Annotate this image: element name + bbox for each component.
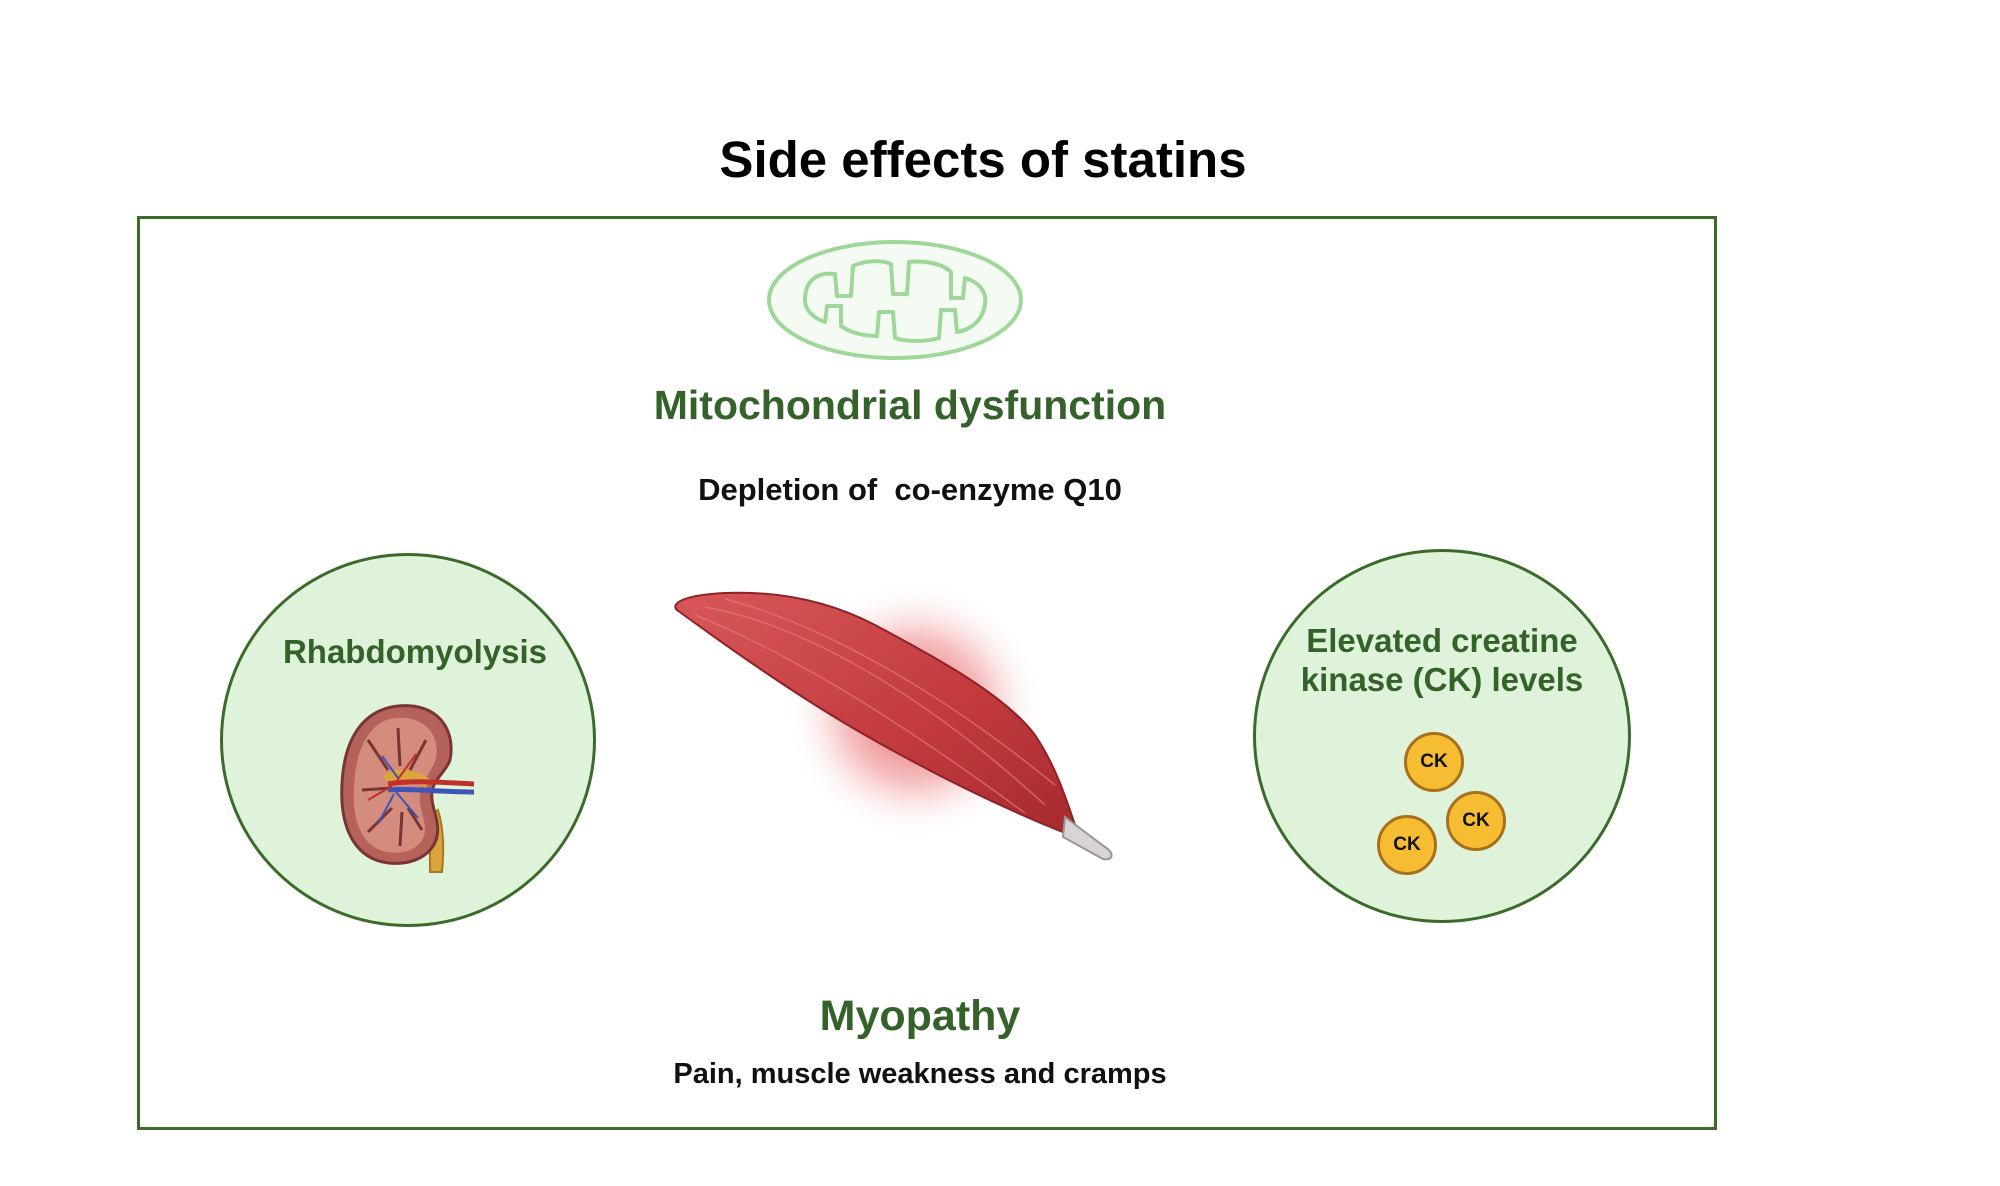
mitochondrial-dysfunction-heading: Mitochondrial dysfunction: [653, 382, 1167, 428]
mitochondrion-icon: [767, 240, 1023, 360]
content-frame: [137, 216, 1717, 1130]
myopathy-symptoms-text: Pain, muscle weakness and cramps: [673, 1058, 1167, 1090]
creatine-kinase-heading-line2: kinase (CK) levels: [1300, 661, 1584, 698]
rhabdomyolysis-heading: Rhabdomyolysis: [282, 633, 548, 670]
kidney-icon: [340, 704, 475, 873]
ck-badge: CK: [1404, 732, 1464, 792]
diagram-title: Side effects of statins: [719, 131, 1247, 188]
coenzyme-q10-text: Depletion of co-enzyme Q10: [698, 472, 1122, 507]
myopathy-heading: Myopathy: [819, 992, 1021, 1040]
ck-badge: CK: [1446, 791, 1506, 851]
muscle-icon: [674, 580, 1113, 861]
ck-badge: CK: [1377, 815, 1437, 875]
creatine-kinase-heading-line1: Elevated creatine: [1306, 622, 1578, 659]
